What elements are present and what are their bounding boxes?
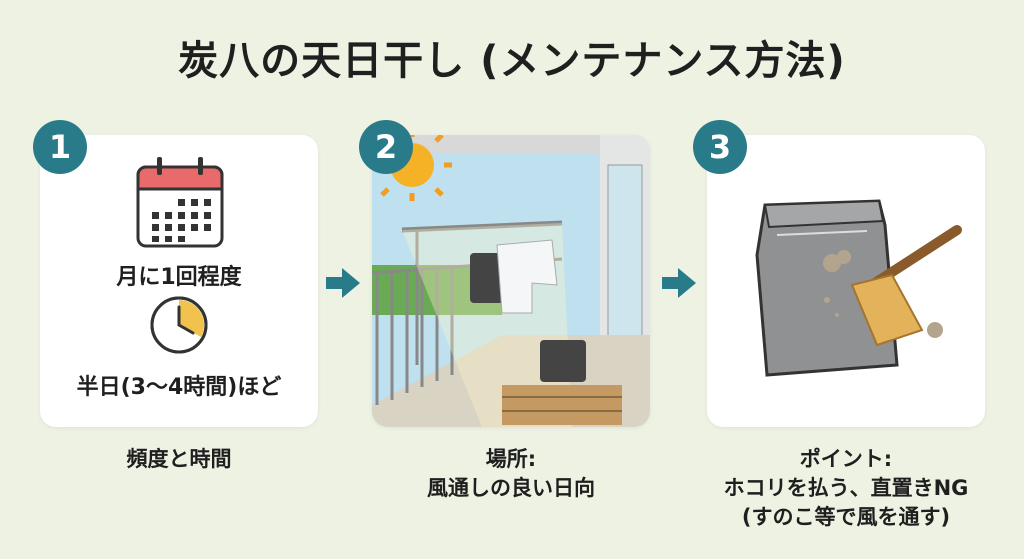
step-3-caption-heading: ポイント: bbox=[799, 447, 893, 471]
step-3-card bbox=[707, 135, 985, 427]
duration-text: 半日(3〜4時間)ほど bbox=[76, 375, 282, 400]
step-3-caption-note: (すのこ等で風を通す) bbox=[741, 505, 951, 529]
arrow-right-icon bbox=[662, 268, 696, 298]
step-1-badge: 1 bbox=[33, 120, 87, 174]
arrow-right-icon bbox=[326, 268, 360, 298]
calendar-icon bbox=[136, 157, 224, 248]
step-2-caption-text: 風通しの良い日向 bbox=[427, 476, 595, 500]
step-2-badge: 2 bbox=[359, 120, 413, 174]
clock-icon bbox=[150, 296, 208, 354]
step-2-caption-heading: 場所: bbox=[485, 447, 537, 471]
step-1-caption: 頻度と時間 bbox=[126, 447, 232, 471]
step-1-card: 月に1回程度 半日(3〜4時間)ほど bbox=[40, 135, 318, 427]
frequency-text: 月に1回程度 bbox=[116, 265, 242, 290]
step-2-card bbox=[372, 135, 650, 427]
balcony-illustration bbox=[372, 135, 650, 427]
step-3-caption-text: ホコリを払う、直置きNG bbox=[723, 476, 969, 500]
step-3-badge: 3 bbox=[693, 120, 747, 174]
charcoal-bag-brush-illustration bbox=[755, 199, 962, 377]
page-title: 炭八の天日干し (メンテナンス方法) bbox=[178, 38, 846, 84]
